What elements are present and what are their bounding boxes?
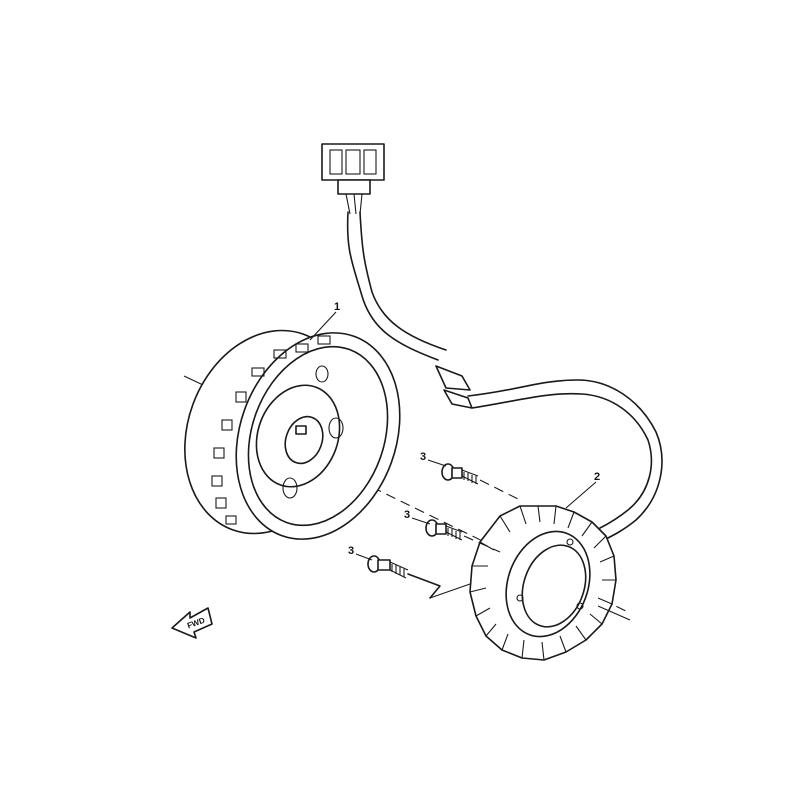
bolt-lower bbox=[367, 555, 471, 599]
leader-lines bbox=[309, 311, 597, 561]
callout-1: 1 bbox=[334, 301, 340, 313]
callout-3-lower: 3 bbox=[348, 545, 354, 557]
bolt-middle bbox=[425, 519, 501, 553]
callout-3-upper: 3 bbox=[420, 451, 426, 463]
callout-2: 2 bbox=[594, 471, 600, 483]
bolt-upper bbox=[441, 463, 521, 501]
wire-connector bbox=[321, 143, 385, 215]
wire-harness bbox=[346, 211, 663, 541]
flywheel bbox=[184, 329, 401, 540]
callout-3-middle: 3 bbox=[404, 509, 410, 521]
flywheel-magnet-slots bbox=[211, 335, 331, 525]
stator-pole-teeth bbox=[469, 505, 616, 661]
fwd-direction-arrow: FWD bbox=[171, 607, 213, 639]
stator bbox=[469, 505, 631, 661]
